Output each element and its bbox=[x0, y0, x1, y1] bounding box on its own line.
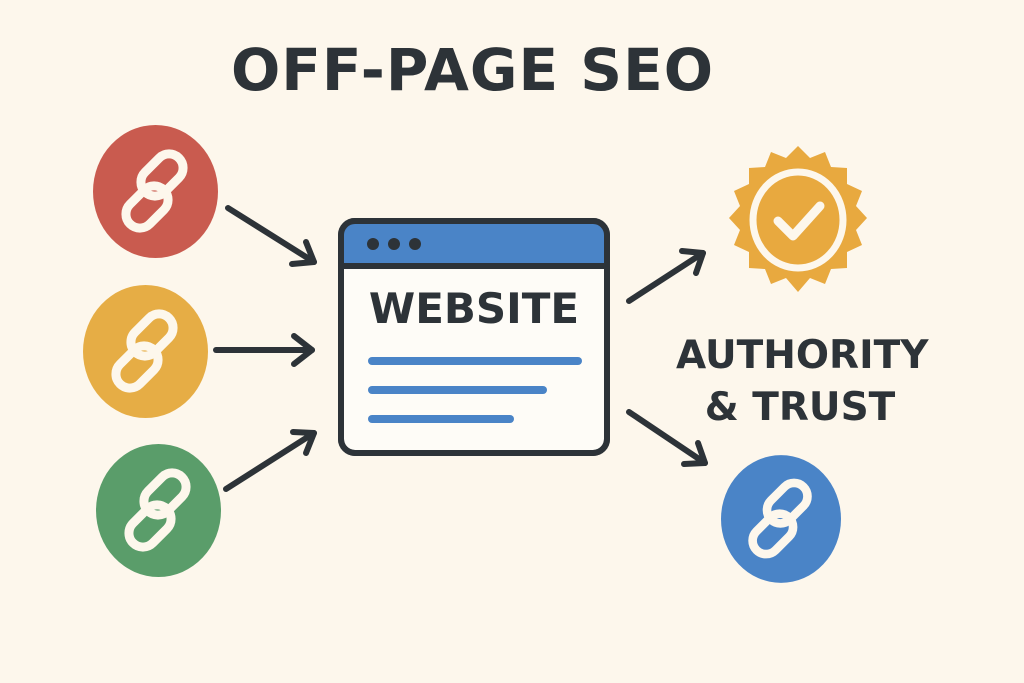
arrow-green-to-website bbox=[223, 429, 317, 492]
arrow-website-to-blue-link bbox=[626, 409, 708, 467]
arrow-website-to-seal bbox=[626, 248, 706, 304]
window-dot-icon bbox=[367, 238, 379, 250]
arrow-yellow-to-website bbox=[213, 333, 315, 367]
link-icon bbox=[96, 444, 221, 577]
page-title: OFF-PAGE SEO bbox=[230, 36, 715, 104]
arrow-red-to-website bbox=[225, 205, 317, 267]
link-badge-red bbox=[93, 125, 218, 258]
authority-line-2: & TRUST bbox=[704, 385, 896, 430]
link-badge-yellow bbox=[83, 285, 208, 418]
window-title-bar bbox=[341, 221, 607, 266]
website-label: WEBSITE bbox=[368, 284, 580, 333]
link-icon bbox=[721, 455, 841, 583]
link-icon bbox=[83, 285, 208, 418]
check-seal-icon bbox=[729, 146, 867, 292]
link-icon bbox=[93, 125, 218, 258]
window-dot-icon bbox=[388, 238, 400, 250]
authority-trust-label: AUTHORITY & TRUST bbox=[676, 330, 929, 434]
website-window bbox=[338, 218, 610, 456]
authority-line-1: AUTHORITY bbox=[676, 333, 929, 378]
link-badge-blue bbox=[721, 454, 841, 584]
link-badge-green bbox=[96, 444, 221, 577]
window-dot-icon bbox=[409, 238, 421, 250]
